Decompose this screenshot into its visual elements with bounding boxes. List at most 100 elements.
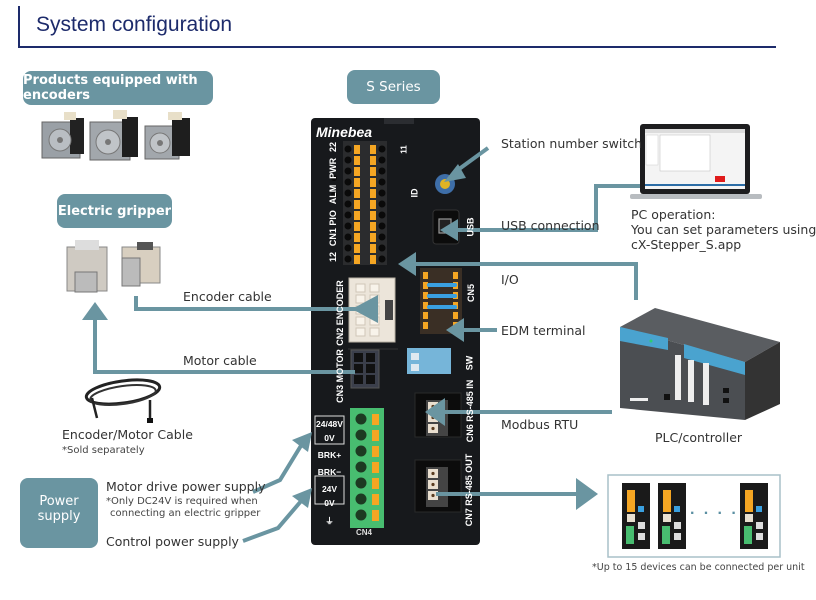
- cn2-pin: [369, 283, 380, 293]
- cn4-lever: [372, 494, 379, 505]
- terminal-24v: 24V: [321, 484, 338, 494]
- motor-image-2: [89, 110, 138, 161]
- cn1-pin-hole: [378, 244, 386, 252]
- cn1-pin-lever: [354, 244, 360, 253]
- power-box-line-1: Power: [39, 494, 79, 509]
- cn4-hole: [355, 493, 367, 505]
- cn1-pin-hole: [344, 178, 352, 186]
- products-encoders-pill: Products equipped with encoders: [23, 71, 213, 105]
- cn3-pin: [354, 364, 363, 373]
- cn1-orange-terminals: [344, 145, 386, 264]
- cn6-label: CN6 RS-485 IN: [465, 379, 475, 443]
- cn1-pin-lever: [354, 233, 360, 242]
- motor-cable-arrowhead: [82, 302, 108, 320]
- cn4-hole: [355, 413, 367, 425]
- s-series-driver: [311, 118, 480, 545]
- cn3-pin: [354, 375, 363, 384]
- electric-gripper-images: [66, 240, 161, 293]
- stepper-motor-images: [41, 110, 190, 161]
- id-label: ID: [409, 188, 420, 198]
- plc-label: PLC/controller: [655, 430, 743, 445]
- usb-connection-line: [455, 184, 640, 232]
- control-power-arrowhead: [292, 488, 312, 508]
- cn1-pin-hole: [344, 211, 352, 219]
- edm-jumper: [427, 305, 457, 309]
- title-frame: System configuration: [18, 6, 776, 48]
- cn4-lever: [372, 446, 379, 457]
- cn1-label: CN1 PIO: [328, 210, 338, 247]
- daisy-chain-box: [607, 474, 781, 558]
- pc-operation-text: PC operation: You can set parameters usi…: [631, 207, 816, 252]
- terminal-0v-a: 0V: [324, 433, 335, 443]
- cn1-pin-lever: [370, 233, 376, 242]
- motor-cable-line: [93, 319, 355, 374]
- cn1-pin-hole: [344, 167, 352, 175]
- encoder-motor-cable-image: [84, 378, 162, 423]
- terminal-24-48v: 24/48V: [316, 419, 343, 429]
- cn4-lever: [372, 414, 379, 425]
- cn4-label: CN4: [356, 528, 373, 537]
- cn5-lever: [423, 312, 428, 319]
- cn1-pin-lever: [354, 167, 360, 176]
- cn1-pin-lever: [354, 222, 360, 231]
- plc-controller-image: [620, 308, 780, 420]
- station-number-switch-label: Station number switch: [501, 136, 643, 151]
- mini-driver-image: [658, 483, 686, 549]
- electric-gripper-pill: Electric gripper: [57, 194, 172, 228]
- led-alm: ALM: [328, 184, 338, 205]
- power-supply-box-text: Power supply: [20, 494, 98, 524]
- cn1-pin-lever: [354, 189, 360, 198]
- cn1-pin-lever: [370, 255, 376, 264]
- sw-label: SW: [464, 355, 475, 371]
- cn4-hole: [355, 509, 367, 521]
- control-power-line: [242, 498, 304, 543]
- terminal-0v-b: 0V: [324, 498, 335, 508]
- cn4-hole: [355, 477, 367, 489]
- terminal-brk-plus: BRK+: [317, 450, 342, 460]
- cn4-lever: [372, 478, 379, 489]
- cn3-pin: [366, 364, 375, 373]
- cn1-pin-bottom: 12: [328, 251, 338, 262]
- power-terminal-labels: 24/48V 0V BRK+ BRK− 24V 0V ⏚: [315, 417, 344, 528]
- cn4-hole: [355, 445, 367, 457]
- encoder-cable-label: Encoder cable: [183, 289, 272, 304]
- cn4-hole: [355, 461, 367, 473]
- laptop-image: [630, 124, 762, 199]
- cn1-pin-hole: [378, 156, 386, 164]
- motor-image-3: [144, 112, 190, 160]
- motor-drive-power-label: Motor drive power supply: [106, 479, 266, 494]
- cn1-pin-lever: [370, 200, 376, 209]
- cn1-pin-hole: [378, 145, 386, 153]
- io-arrowhead: [398, 252, 416, 276]
- rs485-screw: [431, 471, 435, 476]
- encoder-cable-line: [134, 296, 362, 311]
- mini-driver-image: [740, 483, 768, 549]
- cn1-pin-hole: [344, 200, 352, 208]
- cn2-pin: [355, 327, 366, 337]
- motor-image-1: [41, 112, 84, 159]
- encoder-cable-arrowhead: [352, 295, 378, 323]
- cn1-pin-hole: [378, 189, 386, 197]
- page-title: System configuration: [36, 13, 233, 36]
- motor-cable-label: Motor cable: [183, 353, 257, 368]
- led-pwr: PWR: [328, 157, 338, 179]
- cn5-label: CN5: [466, 283, 477, 303]
- station-switch-arrow-line: [453, 146, 490, 174]
- mini-driver-image: [622, 483, 650, 549]
- cable-label: Encoder/Motor Cable: [62, 427, 193, 442]
- connection-lines: [93, 146, 640, 543]
- cn2-pin: [355, 283, 366, 293]
- cn1-pin-lever: [370, 145, 376, 154]
- cn1-pin-lever: [370, 211, 376, 220]
- motor-drive-note-1: *Only DC24V is required when: [106, 496, 258, 507]
- cn1-pin-hole: [378, 255, 386, 263]
- cn1-pin-lever: [370, 167, 376, 176]
- cn2-pin: [355, 294, 366, 304]
- cn5-lever: [423, 272, 428, 279]
- cn4-lever: [372, 462, 379, 473]
- cn1-pin-lever: [370, 189, 376, 198]
- cn1-pin-hole: [344, 145, 352, 153]
- cn1-pin-hole: [378, 211, 386, 219]
- cn4-lever: [372, 430, 379, 441]
